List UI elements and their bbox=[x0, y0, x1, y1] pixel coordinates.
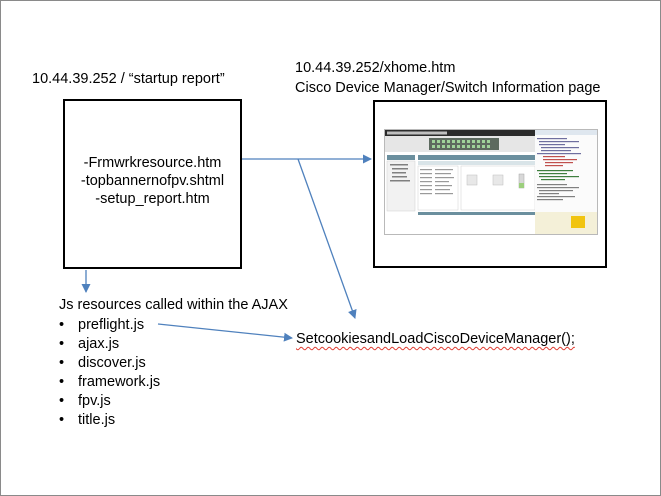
right-box-heading-url: 10.44.39.252/xhome.htm bbox=[295, 60, 456, 76]
startup-report-file-list: -Frmwrkresource.htm -topbannernofpv.shtm… bbox=[65, 154, 240, 208]
bullet: • bbox=[59, 336, 65, 352]
js-resources-list: • preflight.js • ajax.js • discover.js • fra… bbox=[59, 316, 160, 430]
bullet: • bbox=[59, 393, 65, 409]
right-box-heading-title: Cisco Device Manager/Switch Information … bbox=[295, 80, 601, 96]
arrow-preflight-to-setcookies bbox=[157, 323, 293, 342]
list-item: • fpv.js bbox=[59, 392, 160, 411]
file-line: -topbannernofpv.shtml bbox=[80, 173, 225, 189]
js-file-name: discover.js bbox=[78, 355, 146, 371]
file-line: -Frmwrkresource.htm bbox=[83, 155, 222, 171]
list-item: • framework.js bbox=[59, 373, 160, 392]
startup-report-box: -Frmwrkresource.htm -topbannernofpv.shtm… bbox=[63, 99, 242, 269]
list-item: • ajax.js bbox=[59, 335, 160, 354]
setcookies-function-call: SetcookiesandLoadCiscoDeviceManager(); bbox=[296, 331, 575, 347]
left-box-heading: 10.44.39.252 / “startup report” bbox=[32, 71, 225, 87]
js-resources-heading: Js resources called within the AJAX bbox=[59, 297, 288, 313]
bullet: • bbox=[59, 412, 65, 428]
bullet: • bbox=[59, 317, 65, 333]
bullet: • bbox=[59, 355, 65, 371]
js-file-name: preflight.js bbox=[78, 317, 145, 333]
js-file-name: title.js bbox=[78, 412, 116, 428]
js-file-name: fpv.js bbox=[78, 393, 111, 409]
cisco-device-manager-screenshot-icon bbox=[384, 129, 598, 235]
bullet: • bbox=[59, 374, 65, 390]
file-line: -setup_report.htm bbox=[95, 191, 210, 207]
list-item: • title.js bbox=[59, 411, 160, 430]
list-item: • discover.js bbox=[59, 354, 160, 373]
list-item: • preflight.js bbox=[59, 316, 160, 335]
js-file-name: ajax.js bbox=[78, 336, 120, 352]
js-file-name: framework.js bbox=[78, 374, 161, 390]
arrow-to-setcookies bbox=[297, 158, 357, 319]
device-manager-box bbox=[373, 100, 607, 268]
